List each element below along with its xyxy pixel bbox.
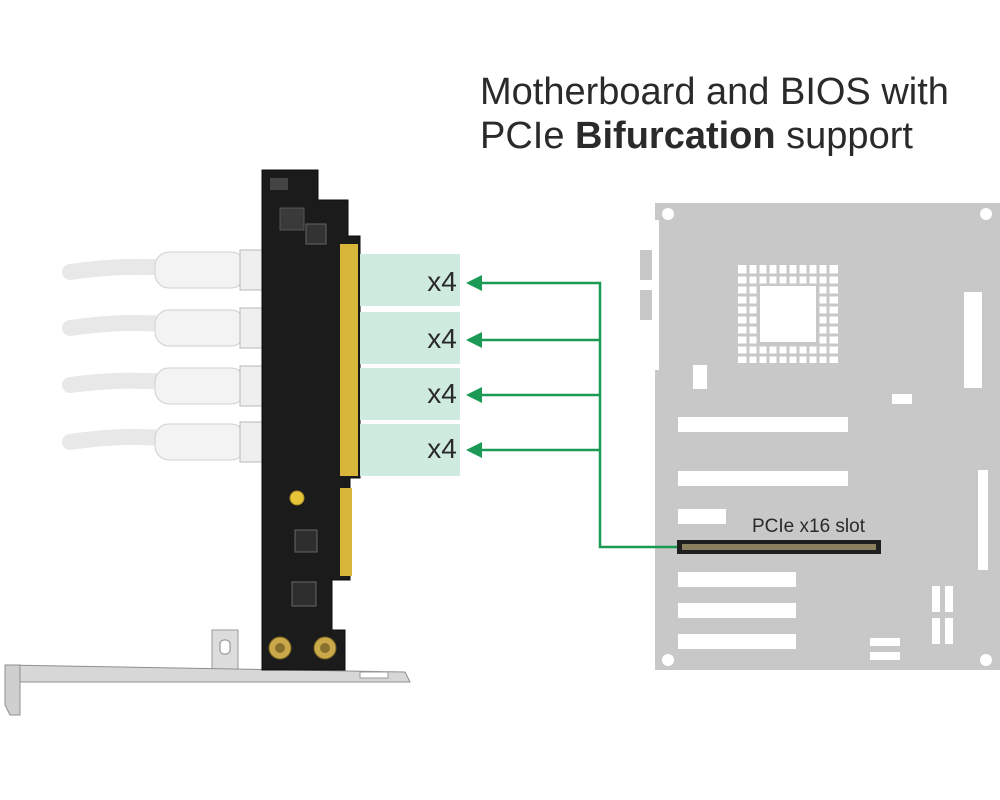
lane-highlights [360,254,460,476]
lane-highlight-2 [360,312,460,364]
arrowhead-3 [466,387,482,403]
heading-line-2-suffix: support [775,115,913,157]
lane-highlight-4 [360,424,460,476]
pcie-slot-label: PCIe x16 slot [752,516,865,537]
arrowhead-4 [466,442,482,458]
bifurcation-arrows [478,281,677,549]
diagram-heading: Motherboard and BIOS with PCIe Bifurcati… [480,70,949,158]
gold-finger-small [340,488,352,576]
arrow-trunk [478,281,677,549]
arrowhead-1 [466,275,482,291]
lane-label-2: x4 [427,323,457,354]
lane-label-3: x4 [427,378,457,409]
adapter-pcb [261,169,361,671]
arrowheads [466,275,482,458]
heading-line-1: Motherboard and BIOS with [480,71,949,113]
lane-highlight-1 [360,254,460,306]
cpu-socket [738,265,838,363]
gold-finger-main [340,244,358,476]
lane-label-1: x4 [427,266,457,297]
lane-highlight-3 [360,368,460,420]
motherboard [640,203,1000,670]
heading-line-2: PCIe Bifurcation support [480,114,949,158]
lane-label-4: x4 [427,433,457,464]
heading-bold-word: Bifurcation [575,115,776,157]
memory-slot [964,292,982,388]
pcie-x16-slot [677,540,881,554]
heading-line-2-prefix: PCIe [480,115,576,157]
arrowhead-2 [466,332,482,348]
mounting-bracket [4,629,411,716]
